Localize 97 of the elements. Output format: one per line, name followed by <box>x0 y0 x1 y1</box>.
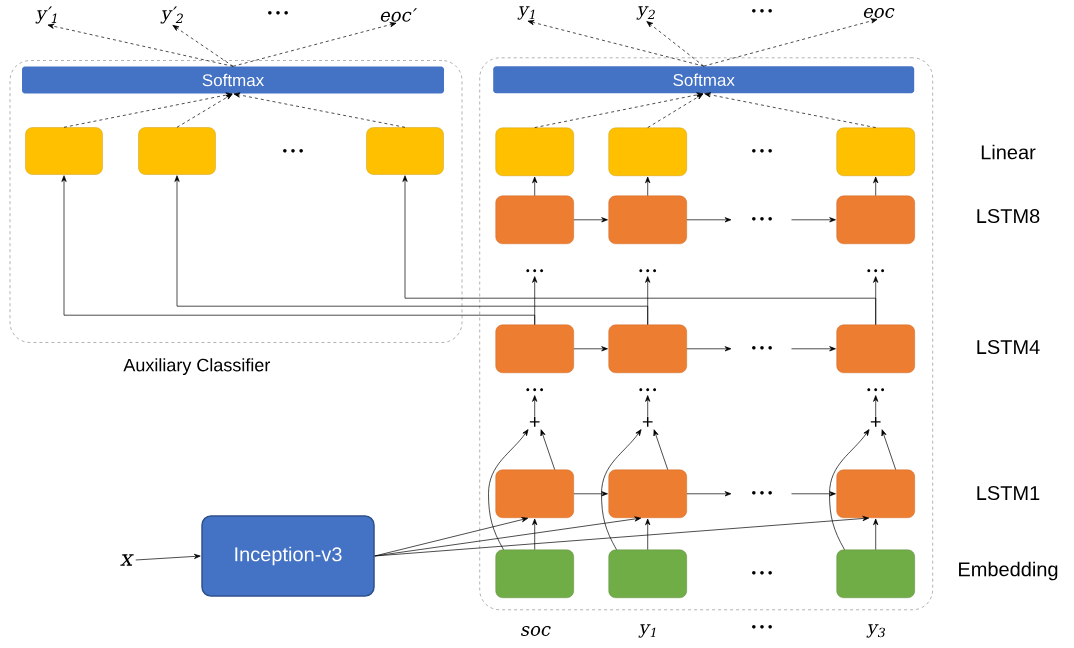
lstm-box <box>495 469 574 518</box>
ellipsis: • • • <box>752 624 772 629</box>
ellipsis: • • • <box>639 269 657 273</box>
ellipsis: • • • <box>752 570 772 575</box>
arrow <box>573 217 608 223</box>
input-symbol: soc <box>521 626 551 636</box>
ellipsis: • • • <box>752 345 772 350</box>
output-symbol: eoc′ <box>380 8 417 22</box>
output-symbol: y′$_{1}$ <box>35 6 57 24</box>
dashed-arrow <box>534 92 704 128</box>
lstm-box <box>608 324 687 373</box>
lstm-box <box>836 324 915 373</box>
output-symbol: y′$_{2}$ <box>160 6 183 24</box>
linear-box <box>495 127 574 176</box>
plus-sign: + <box>870 417 881 427</box>
arrow <box>402 175 877 325</box>
arrow <box>135 553 201 561</box>
row-label: Linear <box>981 144 1036 160</box>
arrow <box>645 176 651 196</box>
dashed-arrow <box>646 21 705 67</box>
ellipsis: • • • <box>752 148 772 153</box>
inception-box: Inception-v3 <box>201 515 375 597</box>
embedding-box <box>608 549 687 598</box>
input-symbol: y$_{3}$ <box>866 624 885 638</box>
ellipsis: • • • <box>867 269 885 273</box>
arrow <box>488 429 529 550</box>
lstm-box <box>495 195 574 244</box>
row-label: LSTM4 <box>977 339 1040 355</box>
plus-sign: + <box>642 417 653 427</box>
dashed-arrow <box>47 23 234 67</box>
arrow <box>532 395 538 418</box>
group-frame <box>479 57 933 610</box>
dashed-arrow <box>527 20 705 67</box>
arrow <box>540 429 556 470</box>
embedding-box <box>495 549 574 598</box>
dashed-arrow <box>176 93 233 128</box>
arrow <box>174 175 649 325</box>
linear-box <box>138 127 216 175</box>
arrow <box>573 491 608 497</box>
dashed-arrow <box>63 92 233 128</box>
lstm-box <box>495 324 574 373</box>
plus-sign: + <box>529 417 540 427</box>
input-symbol: x <box>120 554 134 566</box>
output-symbol: eoc <box>863 8 895 18</box>
arrow <box>686 491 732 497</box>
arrow <box>61 175 536 325</box>
row-label: LSTM8 <box>977 208 1040 224</box>
arrow <box>829 429 870 550</box>
ellipsis: • • • <box>526 269 544 273</box>
dashed-arrow <box>647 93 704 128</box>
lstm-box <box>608 195 687 244</box>
arrow <box>645 518 651 550</box>
arrow <box>881 429 897 470</box>
embedding-box <box>836 549 915 598</box>
linear-box <box>25 127 103 175</box>
ellipsis: • • • <box>752 490 772 495</box>
arrow <box>686 217 732 223</box>
arrow <box>873 176 879 196</box>
arrow <box>374 515 870 557</box>
linear-box <box>366 127 444 175</box>
arrow <box>873 395 879 418</box>
arrow <box>573 346 608 352</box>
lstm-box <box>836 195 915 244</box>
linear-box <box>836 127 915 176</box>
arrow <box>791 491 836 497</box>
arrow <box>532 518 538 550</box>
arrow <box>601 429 642 550</box>
arrow <box>791 346 836 352</box>
ellipsis: • • • <box>283 148 303 153</box>
output-symbol: y$_{1}$ <box>517 6 535 20</box>
ellipsis: • • • <box>752 8 772 13</box>
linear-box <box>608 127 687 176</box>
dashed-arrow <box>703 18 878 67</box>
arrow <box>532 176 538 196</box>
arrow <box>653 429 669 470</box>
dashed-arrow <box>233 92 406 128</box>
arrow <box>873 518 879 550</box>
output-symbol: y$_{2}$ <box>636 6 655 20</box>
row-label: LSTM1 <box>977 485 1040 501</box>
ellipsis: • • • <box>526 388 544 392</box>
lstm-box <box>608 469 687 518</box>
node-label: Auxiliary Classifier <box>123 358 271 376</box>
dashed-arrow <box>232 22 397 67</box>
input-symbol: y$_{1}$ <box>638 624 656 638</box>
dashed-arrow <box>704 92 877 128</box>
arrow <box>686 346 732 352</box>
softmax-bar: Softmax <box>22 66 444 94</box>
ellipsis: • • • <box>268 10 288 15</box>
arrow <box>645 395 651 418</box>
ellipsis: • • • <box>867 388 885 392</box>
dashed-arrow <box>172 24 234 67</box>
lstm-box <box>836 469 915 518</box>
arrow <box>791 217 836 223</box>
ellipsis: • • • <box>752 216 772 221</box>
ellipsis: • • • <box>639 388 657 392</box>
row-label: Embedding <box>959 561 1058 581</box>
softmax-bar: Softmax <box>493 66 915 94</box>
